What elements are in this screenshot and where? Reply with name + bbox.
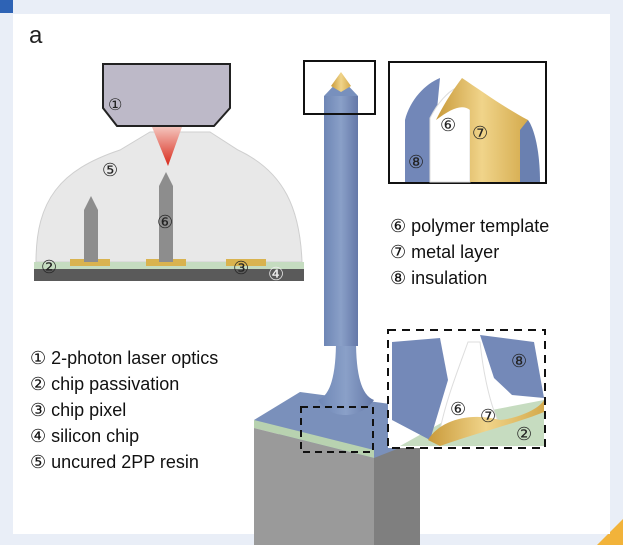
base-green-edge [254, 420, 374, 458]
pillar-flare [318, 340, 374, 415]
callout-template: ⑥ [157, 212, 173, 233]
legend-item-metal: ⑦ metal layer [390, 242, 500, 262]
callout-chip: ④ [268, 264, 284, 285]
tip-zoom-box [303, 60, 376, 115]
legend-item-chip: ④ silicon chip [30, 426, 140, 446]
inset-metal [436, 78, 528, 182]
callout-optics: ① [108, 95, 122, 114]
left-schematic [34, 63, 304, 281]
base-inset-metal [428, 400, 544, 446]
tip-inset: ⑥ ⑦ ⑧ [388, 61, 547, 184]
legend-item-resin: ⑤ uncured 2PP resin [30, 452, 199, 472]
callout-resin: ⑤ [102, 160, 118, 181]
finished-pillar [84, 196, 98, 262]
pillar-shaft [324, 96, 358, 346]
inset-insulation-right [520, 120, 540, 182]
base-zoom-box [300, 406, 374, 453]
base-front-face [254, 428, 374, 545]
base-inset-wall-left [392, 338, 448, 440]
base-callout-template: ⑥ [450, 399, 466, 420]
optics-objective [102, 63, 231, 127]
pillar-tip-gold [331, 72, 351, 92]
base-callout-insulation: ⑧ [511, 351, 527, 372]
callout-pixel: ③ [233, 258, 249, 279]
laser-beam [152, 127, 182, 166]
chip-pixel-2 [146, 259, 186, 266]
base-callout-passivation: ② [516, 424, 532, 445]
panel-label: a [29, 22, 43, 49]
callout-passivation: ② [41, 257, 57, 278]
legend-item-template: ⑥ polymer template [390, 216, 550, 236]
legend-item-optics: ① 2-photon laser optics [30, 348, 219, 368]
chip-pixel-3 [226, 259, 266, 266]
printing-pillar [159, 172, 173, 262]
legend-right: ⑥ polymer template ⑦ metal layer ⑧ insul… [390, 213, 549, 291]
inset-callout-insulation: ⑧ [408, 152, 424, 173]
legend-left: ① 2-photon laser optics ② chip passivati… [30, 345, 218, 475]
base-inset-wall-right [480, 335, 544, 398]
base-inset: ⑧ ⑥ ⑦ ② [387, 329, 546, 449]
inset-callout-metal: ⑦ [472, 123, 488, 144]
chip-pixel-1 [70, 259, 110, 266]
pillar-3d [254, 60, 420, 545]
base-side-face [374, 440, 420, 545]
inset-callout-template: ⑥ [440, 115, 456, 136]
left-callouts: ① ⑤ ⑥ ② ③ ④ [41, 95, 284, 285]
legend-item-insulation: ⑧ insulation [390, 268, 488, 288]
legend-item-passivation: ② chip passivation [30, 374, 180, 394]
silicon-chip [34, 269, 304, 281]
base-callout-metal: ⑦ [480, 406, 496, 427]
corner-accent-blue [0, 0, 13, 13]
base-inset-template [439, 341, 501, 431]
legend-item-pixel: ③ chip pixel [30, 400, 127, 420]
